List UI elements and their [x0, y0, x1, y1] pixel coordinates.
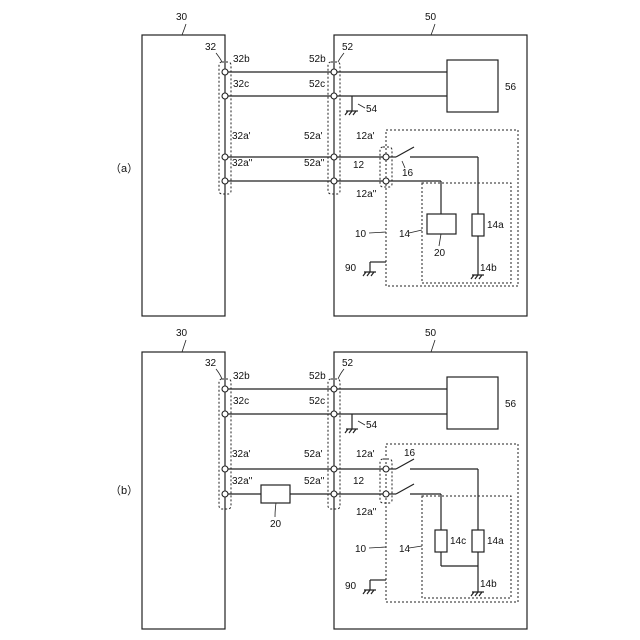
- terminal-52a2: [331, 178, 337, 184]
- leader-20: [275, 503, 276, 517]
- ref-12: 12: [353, 476, 365, 487]
- ref-56: 56: [505, 82, 517, 93]
- ref-30: 30: [176, 328, 188, 339]
- ref-32c: 32c: [233, 79, 249, 90]
- ref-54: 54: [366, 104, 378, 115]
- ref-32: 32: [205, 42, 217, 53]
- ref-14a: 14a: [487, 536, 504, 547]
- ref-54: 54: [366, 420, 378, 431]
- device-30-body: [142, 352, 225, 629]
- terminal-52c: [331, 411, 337, 417]
- terminal-12a1: [383, 466, 389, 472]
- ref-90: 90: [345, 263, 357, 274]
- ref-32b: 32b: [233, 371, 250, 382]
- component-14a: [472, 214, 484, 236]
- terminal-52a1: [331, 154, 337, 160]
- leader-30: [182, 340, 186, 352]
- ref-52a1: 52a': [304, 449, 323, 460]
- ref-32c: 32c: [233, 396, 249, 407]
- ref-10: 10: [355, 229, 367, 240]
- ref-20: 20: [270, 519, 282, 530]
- ref-32b: 32b: [233, 54, 250, 65]
- ref-52a2: 52a'': [304, 476, 325, 487]
- ref-14: 14: [399, 229, 411, 240]
- ref-14: 14: [399, 544, 411, 555]
- leader-50: [431, 340, 435, 352]
- terminal-32a1: [222, 466, 228, 472]
- terminal-32a2: [222, 491, 228, 497]
- ref-32: 32: [205, 358, 217, 369]
- component-20: [427, 214, 456, 234]
- ref-12a2: 12a'': [356, 507, 377, 518]
- terminal-12a2: [383, 178, 389, 184]
- ref-12a1: 12a': [356, 449, 375, 460]
- terminal-32c: [222, 93, 228, 99]
- ref-52b: 52b: [309, 54, 326, 65]
- panel-b: （b） 30 50 32 52 20 32b 32c 32a' 32a'': [110, 328, 527, 629]
- ref-52: 52: [342, 358, 354, 369]
- device-30-body: [142, 35, 225, 316]
- ref-52b: 52b: [309, 371, 326, 382]
- ref-32a1: 32a': [232, 449, 251, 460]
- ref-14a: 14a: [487, 220, 504, 231]
- ref-20: 20: [434, 248, 446, 259]
- terminal-32b: [222, 69, 228, 75]
- panel-a: （a） 30 50 32 52 32b 32c 32a': [110, 12, 527, 316]
- terminal-52c: [331, 93, 337, 99]
- ref-52c: 52c: [309, 79, 325, 90]
- ref-52a1: 52a': [304, 131, 323, 142]
- ref-90: 90: [345, 581, 357, 592]
- terminal-32a1: [222, 154, 228, 160]
- ref-12: 12: [353, 160, 365, 171]
- component-56: [447, 377, 498, 429]
- terminal-52b: [331, 69, 337, 75]
- terminal-32a2: [222, 178, 228, 184]
- ref-56: 56: [505, 399, 517, 410]
- ref-32a2: 32a'': [232, 476, 253, 487]
- ref-30: 30: [176, 12, 188, 23]
- component-56: [447, 60, 498, 112]
- leader-30: [182, 24, 186, 35]
- panel-a-label: （a）: [110, 162, 138, 175]
- component-14a: [472, 530, 484, 552]
- ref-14b: 14b: [480, 263, 497, 274]
- panel-b-label: （b）: [110, 484, 138, 497]
- terminal-52a2: [331, 491, 337, 497]
- ref-16: 16: [404, 448, 416, 459]
- ref-14c: 14c: [450, 536, 466, 547]
- ref-50: 50: [425, 328, 437, 339]
- ref-12a1: 12a': [356, 131, 375, 142]
- ref-16: 16: [402, 168, 414, 179]
- ref-52: 52: [342, 42, 354, 53]
- ref-10: 10: [355, 544, 367, 555]
- component-14c: [435, 530, 447, 552]
- ref-50: 50: [425, 12, 437, 23]
- ref-14b: 14b: [480, 579, 497, 590]
- ref-52c: 52c: [309, 396, 325, 407]
- terminal-32c: [222, 411, 228, 417]
- terminal-12a2: [383, 491, 389, 497]
- component-20: [261, 485, 290, 503]
- terminal-12a1: [383, 154, 389, 160]
- leader-50: [431, 24, 435, 35]
- terminal-32b: [222, 386, 228, 392]
- terminal-52b: [331, 386, 337, 392]
- ref-32a1: 32a': [232, 131, 251, 142]
- terminal-52a1: [331, 466, 337, 472]
- ref-32a2: 32a'': [232, 158, 253, 169]
- ref-52a2: 52a'': [304, 158, 325, 169]
- ref-12a2: 12a'': [356, 189, 377, 200]
